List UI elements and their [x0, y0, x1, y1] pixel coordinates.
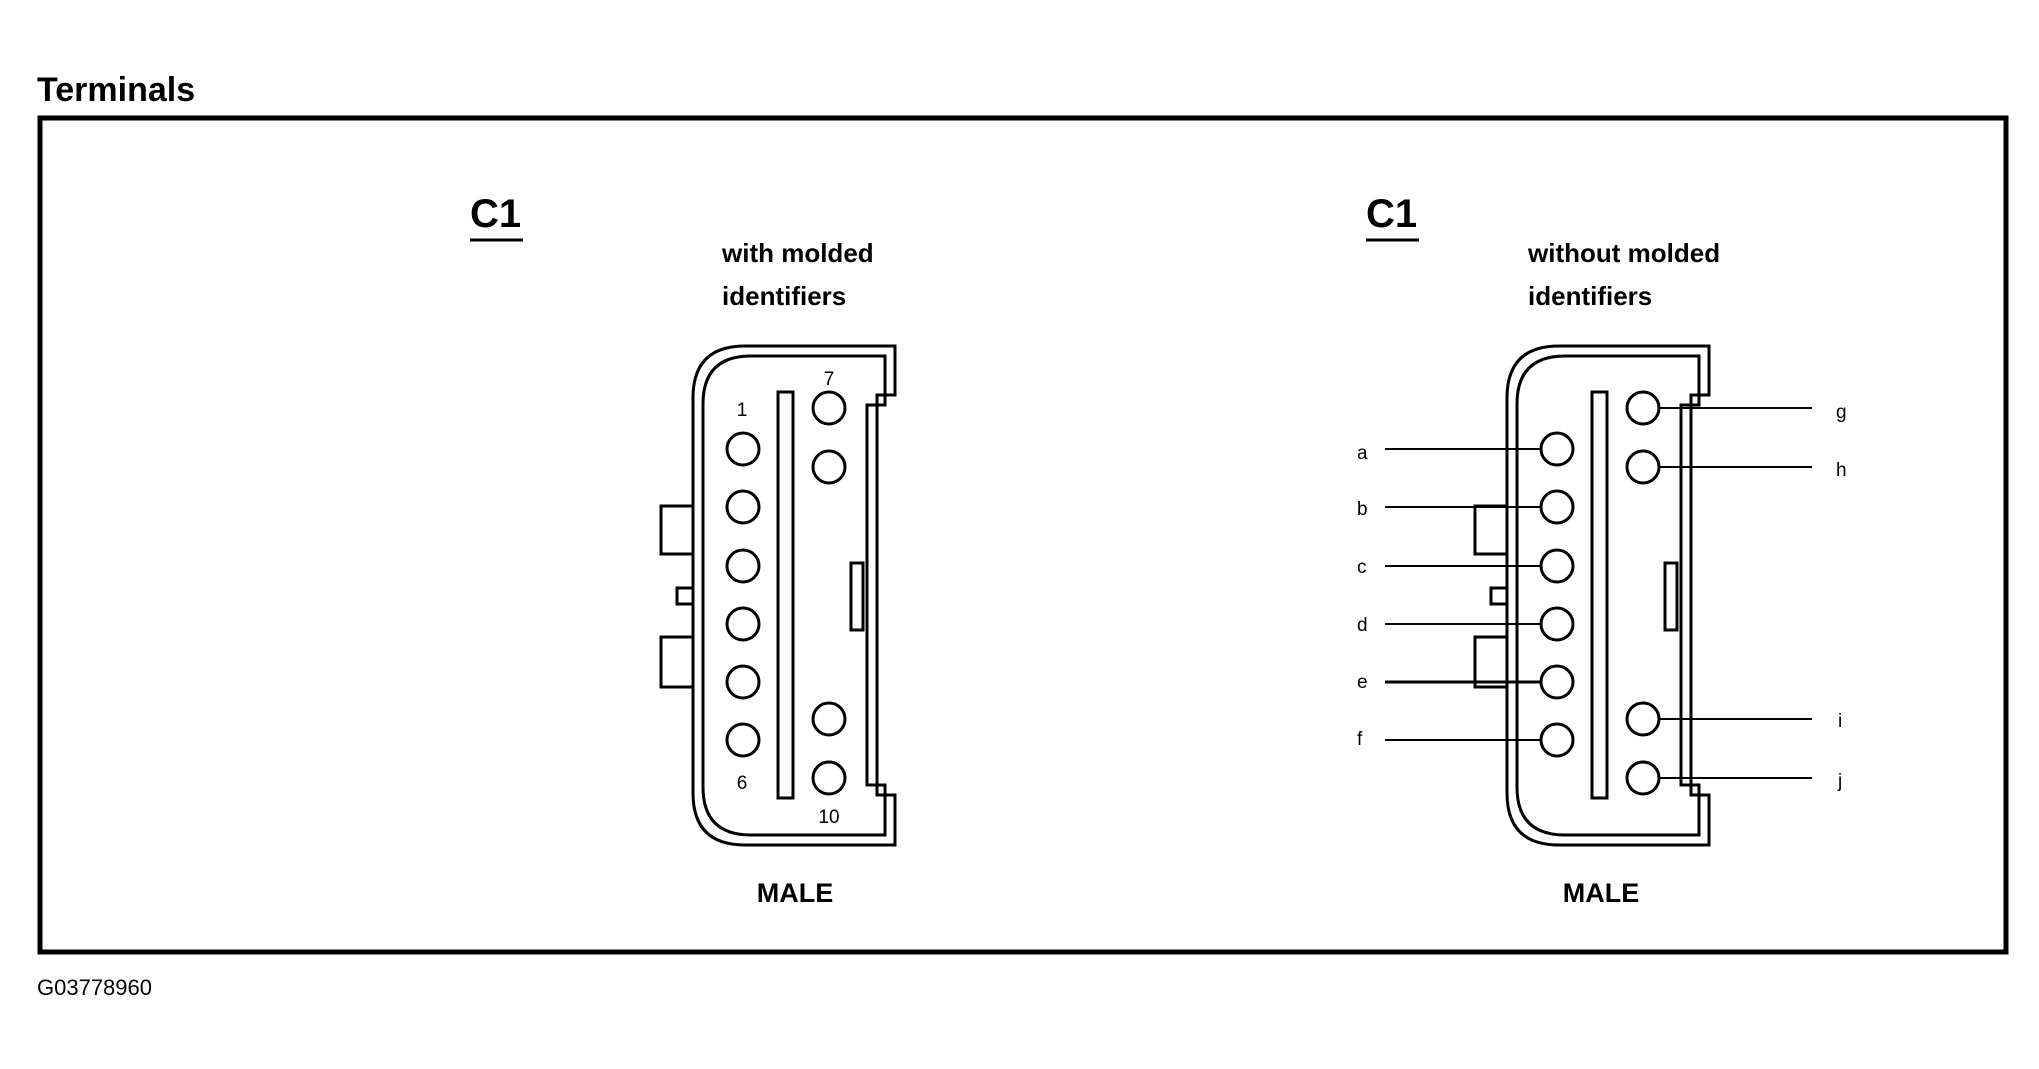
connector-left-housing-inner: [701, 354, 887, 837]
connector-left-gender: MALE: [757, 878, 834, 908]
connector-right-divider: [1590, 390, 1609, 800]
connector-right-pin: [1625, 390, 1661, 426]
connector-left-pin: [725, 664, 761, 700]
connector-right-pin: [1625, 701, 1661, 737]
connector-right-housing-outer: [1505, 344, 1711, 847]
connector-right-pin-label-j: j: [1837, 771, 1842, 792]
connector-left-key-rib: [849, 561, 865, 632]
connector-left-pin-label-7: 7: [824, 369, 835, 390]
connector-right-pin-label-e: e: [1357, 672, 1368, 693]
connector-right-pin: [1539, 722, 1575, 758]
connector-left-pin: [725, 489, 761, 525]
connector-right: C1 without molded identifiers: [1357, 192, 1847, 908]
connector-right-pin-label-c: c: [1357, 557, 1367, 578]
connector-right-pin-label-a: a: [1357, 443, 1368, 464]
connector-right-pin: [1625, 449, 1661, 485]
connector-left-pin-label-6: 6: [737, 773, 748, 794]
connector-right-pin: [1539, 431, 1575, 467]
page-title: Terminals: [37, 71, 195, 109]
connector-left-name: C1: [470, 192, 521, 236]
connector-left-pin: [725, 722, 761, 758]
connector-left-pin: [811, 390, 847, 426]
connector-right-pin-label-f: f: [1357, 729, 1363, 750]
connector-left-latch-small: [675, 586, 695, 606]
diagram-frame: [37, 115, 2009, 955]
connector-right-pin: [1625, 760, 1661, 796]
connector-right-pin: [1539, 606, 1575, 642]
connector-left-pin-label-10: 10: [818, 807, 839, 828]
connector-right-pin-label-h: h: [1836, 460, 1847, 481]
connector-right-pin-label-d: d: [1357, 615, 1368, 636]
connector-right-name: C1: [1366, 192, 1417, 236]
connector-right-subtitle-line1: without molded: [1527, 238, 1720, 268]
connector-right-pin: [1539, 664, 1575, 700]
connector-right-subtitle-line2: identifiers: [1528, 281, 1652, 311]
connector-right-pin: [1539, 489, 1575, 525]
connector-left-pin: [811, 760, 847, 796]
connector-left-latch-bottom: [659, 635, 695, 689]
connector-right-key-rib: [1663, 561, 1679, 632]
connector-left-subtitle-line2: identifiers: [722, 281, 846, 311]
connector-right-latch-top: [1473, 504, 1509, 556]
connector-left-pin-label-1: 1: [737, 400, 748, 421]
connector-right-latch-bottom: [1473, 635, 1509, 689]
connector-left-pin: [811, 701, 847, 737]
connector-left-latch-top: [659, 504, 695, 556]
connector-left-pin: [725, 606, 761, 642]
connector-right-housing-inner: [1515, 354, 1701, 837]
connector-right-latch-small: [1489, 586, 1509, 606]
connector-left-pin: [725, 548, 761, 584]
connector-left-divider: [776, 390, 795, 800]
connector-right-pin-label-b: b: [1357, 499, 1368, 520]
connector-right-pin-label-g: g: [1836, 402, 1847, 423]
connector-left-housing-outer: [691, 344, 897, 847]
connector-right-gender: MALE: [1563, 878, 1640, 908]
connector-right-pin: [1539, 548, 1575, 584]
connector-right-pin-label-i: i: [1838, 711, 1842, 732]
connector-left-pin: [811, 449, 847, 485]
connector-left: C1 with molded identifiers 1 6 7 10 MALE: [470, 192, 897, 908]
connector-left-subtitle-line1: with molded: [721, 238, 874, 268]
connector-left-pin: [725, 431, 761, 467]
figure-id: G03778960: [37, 975, 152, 1000]
